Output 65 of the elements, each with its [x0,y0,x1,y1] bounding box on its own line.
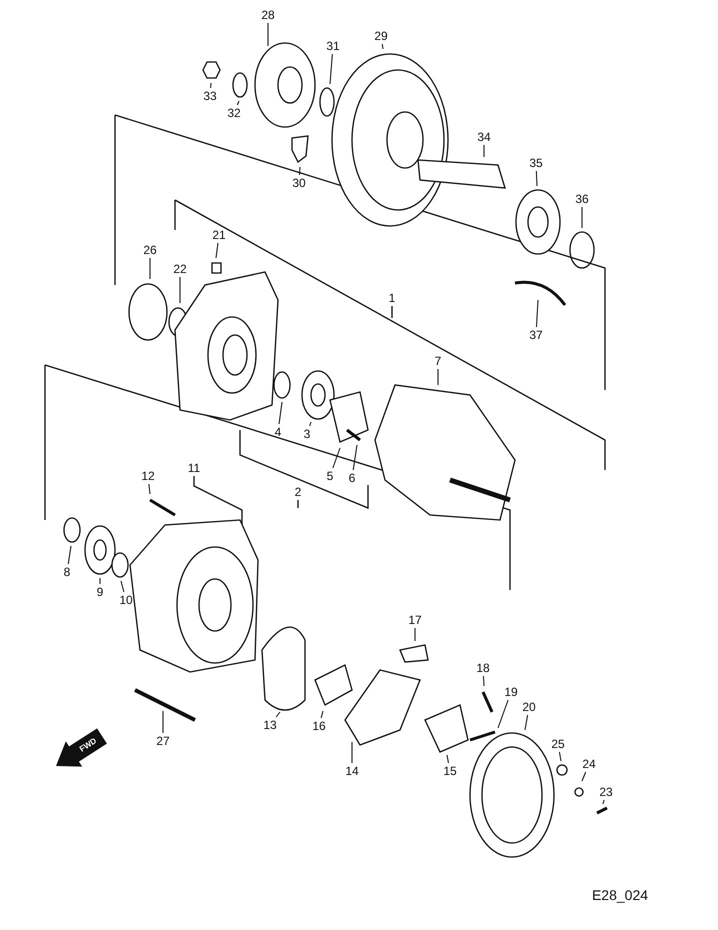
callout-number: 32 [223,105,245,121]
leader-line [216,242,218,258]
callout-number: 3 [296,426,318,442]
callout-number: 29 [370,28,392,44]
leader-line [482,676,484,686]
callout-number: 24 [578,756,600,772]
callout-number: 6 [341,470,363,486]
leader-line [498,700,509,728]
leader-line [382,44,384,50]
callout-number: 4 [267,424,289,440]
direction-label: FWD [78,736,98,754]
callout-number: 17 [404,612,426,628]
leader-line [524,714,528,730]
leader-line [148,484,150,494]
callout-number: 34 [473,129,495,145]
leader-line [330,54,333,84]
callout-number: 12 [137,468,159,484]
callout-number: 2 [294,485,302,499]
leader-line [536,300,538,328]
leader-line [162,710,164,734]
leader-line [582,772,586,782]
leader-line [602,800,604,804]
callout-number: 26 [139,242,161,258]
leader-line [309,422,312,426]
callout-number: 5 [319,468,341,484]
leader-line [299,166,300,176]
leader-line [536,170,538,186]
callout-number: 11 [188,461,200,475]
callout-number: 10 [115,592,137,608]
callout-number: 30 [288,175,310,191]
callout-number: 25 [547,736,569,752]
callout-number: 27 [152,733,174,749]
leader-line [210,82,212,88]
callout-number: 37 [525,327,547,343]
leader-line [68,546,72,564]
callout-number: 33 [199,88,221,104]
leader-line [332,448,340,468]
callout-number: 19 [500,684,522,700]
callout-number: 35 [525,155,547,171]
callout-number: 36 [571,191,593,207]
figure-code: E28_024 [592,887,648,903]
leader-line [120,580,124,592]
callout-number: 18 [472,660,494,676]
callout-number: 15 [439,763,461,779]
callout-number: 13 [259,717,281,733]
callout-number: 16 [308,718,330,734]
leader-line [278,402,282,424]
callout-number: 1 [388,291,396,305]
callout-number: 20 [518,699,540,715]
leader-line [236,100,240,106]
callout-number: 23 [595,784,617,800]
leader-line [352,444,358,470]
callout-number: 8 [56,564,78,580]
callout-number: 7 [427,353,449,369]
callout-number: 22 [169,261,191,277]
leader-line [558,752,562,762]
callout-number: 9 [89,584,111,600]
callout-number: 28 [257,7,279,23]
leader-line [276,712,280,718]
leader-line [414,628,416,642]
leader-line [320,710,324,718]
leader-line [446,754,449,764]
callout-number: 14 [341,763,363,779]
callout-number: 31 [322,38,344,54]
callout-number: 21 [208,227,230,243]
